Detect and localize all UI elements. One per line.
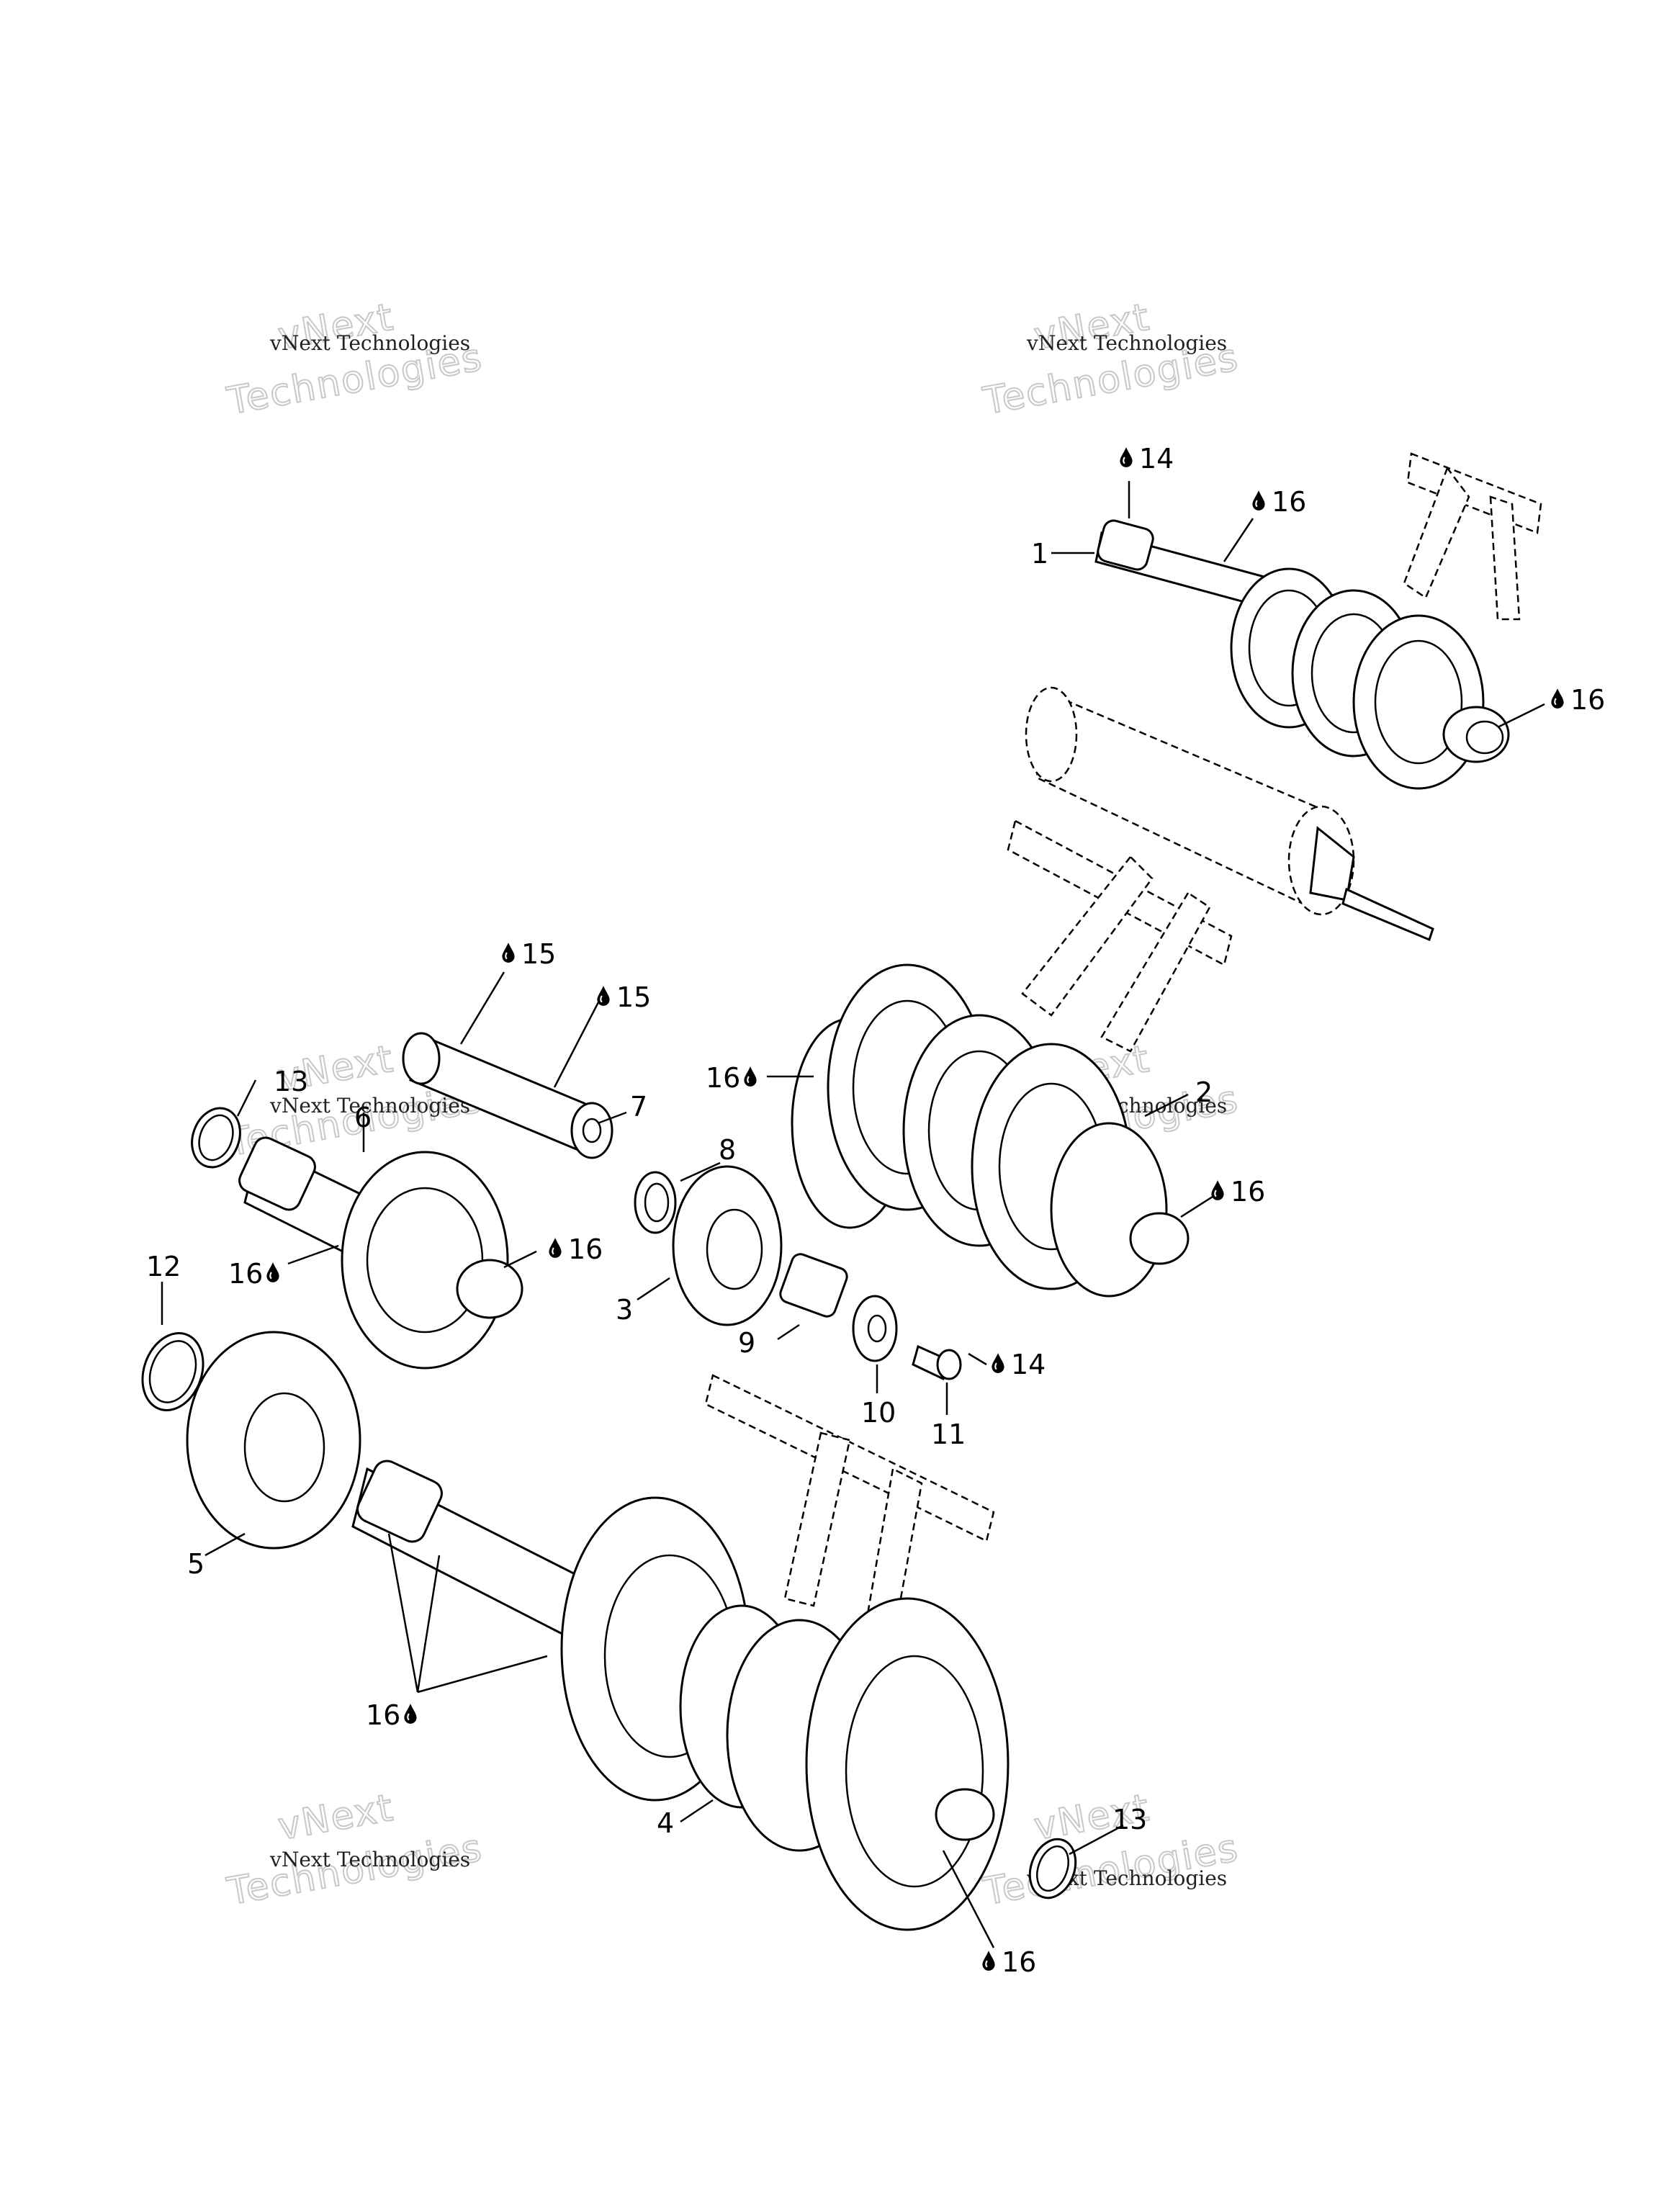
- middle-shift-forks-dashed: [1007, 819, 1233, 1053]
- drop-icon: [1550, 688, 1565, 709]
- callout-16: 16: [1272, 486, 1306, 518]
- drop-icon: [501, 942, 516, 963]
- callout-15: 15: [521, 938, 556, 970]
- watermark-top-left: vNext Technologies vNext Technologies: [223, 295, 487, 424]
- callout-16: 16: [706, 1062, 740, 1094]
- part-10-thrust-washer: [852, 1295, 898, 1362]
- callouts: 1 14 16 16 15 15 16 2 13 6 7 8 16 12 16 …: [146, 443, 1605, 1978]
- drop-icon: [743, 1066, 757, 1087]
- callout-13: 13: [1112, 1804, 1147, 1835]
- callout-7: 7: [630, 1091, 647, 1123]
- watermark-bottom-left: vNext Technologies vNext Technologies: [223, 1786, 487, 1915]
- callout-16: 16: [366, 1699, 400, 1731]
- watermark-big-1: vNext: [275, 1786, 397, 1849]
- watermark-small: vNext Technologies: [1026, 331, 1227, 355]
- part-4-mainshaft-assembly: [351, 1460, 1010, 1931]
- drop-icon: [1210, 1179, 1225, 1201]
- part-5-gear: [186, 1331, 361, 1550]
- drop-icon: [1251, 490, 1266, 511]
- part-13-circlip-left: [191, 1107, 241, 1169]
- part-6-shaft-gear: [238, 1136, 523, 1370]
- shift-drum-dashed: [1025, 686, 1434, 942]
- drop-icon: [548, 1237, 562, 1259]
- drop-icon: [403, 1703, 418, 1725]
- callout-14: 14: [1011, 1349, 1046, 1380]
- drop-icon: [1119, 446, 1133, 468]
- watermark-small: vNext Technologies: [269, 331, 470, 355]
- callout-14: 14: [1139, 443, 1174, 475]
- leader-lines: [161, 481, 1545, 1948]
- callout-11: 11: [931, 1419, 966, 1450]
- callout-15: 15: [616, 981, 651, 1013]
- part-8-washer: [634, 1171, 677, 1234]
- watermark-top-right: vNext Technologies vNext Technologies: [979, 295, 1243, 424]
- watermark-small: vNext Technologies: [269, 1848, 470, 1871]
- part-13-circlip-right: [1028, 1838, 1077, 1899]
- callout-16: 16: [1002, 1946, 1036, 1978]
- callout-16: 16: [568, 1233, 603, 1265]
- callout-16: 16: [1570, 684, 1605, 716]
- part-9-needle-bearing: [779, 1253, 848, 1318]
- callout-13: 13: [274, 1066, 308, 1097]
- callout-10: 10: [861, 1397, 896, 1429]
- watermark-small: vNext Technologies: [269, 1094, 470, 1118]
- callout-1: 1: [1031, 538, 1048, 570]
- callout-8: 8: [719, 1134, 736, 1166]
- upper-gear-3: [1352, 614, 1485, 790]
- part-11-screw: [912, 1344, 962, 1381]
- upper-shift-fork-dashed: [1403, 452, 1542, 621]
- part-1-upper-shaft-assembly: [1094, 519, 1510, 790]
- callout-16: 16: [228, 1258, 263, 1290]
- part-7-pin: [402, 1032, 613, 1159]
- callout-12: 12: [146, 1251, 181, 1282]
- callout-16: 16: [1231, 1176, 1265, 1208]
- callout-6: 6: [354, 1102, 372, 1133]
- callout-9: 9: [738, 1327, 755, 1359]
- drop-icon: [596, 985, 611, 1007]
- drop-icon: [991, 1352, 1005, 1374]
- drop-icon: [266, 1262, 280, 1283]
- part-2-countershaft-gear-cluster: [791, 963, 1190, 1298]
- drop-icon: [981, 1950, 996, 1972]
- callout-2: 2: [1195, 1076, 1213, 1108]
- part-3-small-gear: [672, 1165, 783, 1326]
- lower-shift-fork-dashed: [704, 1374, 995, 1643]
- callout-3: 3: [616, 1294, 633, 1326]
- watermark-bottom-right: vNext Technologies vNext Technologies: [979, 1786, 1243, 1915]
- callout-5: 5: [187, 1548, 204, 1580]
- callout-4: 4: [657, 1807, 674, 1839]
